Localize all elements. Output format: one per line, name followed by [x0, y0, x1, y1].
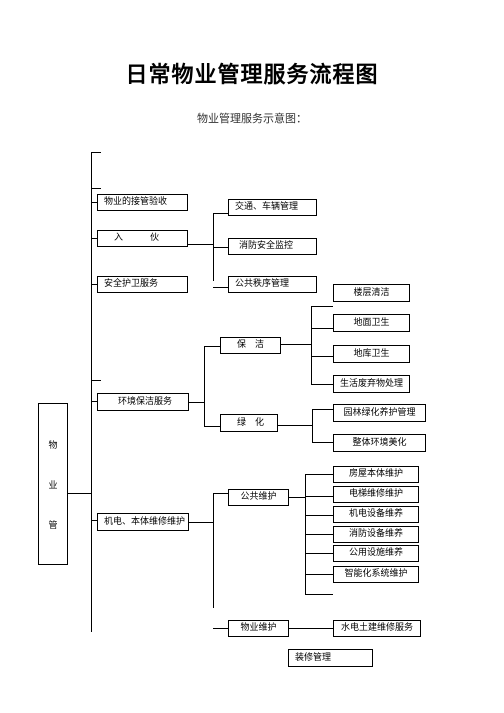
node-cleaning-env: 环境保洁服务	[97, 393, 189, 411]
node-public-child-3: 机电设备维养	[333, 506, 419, 523]
node-property-child-1: 水电土建维修服务	[333, 620, 421, 637]
root-char-3: 管	[48, 520, 58, 531]
node-decoration: 装修管理	[288, 649, 373, 667]
node-fire: 消防安全监控	[228, 238, 317, 255]
node-public-child-2: 电梯维修维护	[333, 486, 419, 503]
node-cleaning-child-2: 地面卫生	[333, 314, 410, 332]
node-security: 安全护卫服务	[97, 276, 188, 293]
node-public-child-5: 公用设施维养	[333, 545, 419, 562]
node-public-child-1: 房屋本体维护	[333, 466, 419, 483]
root-char-2: 业	[48, 480, 58, 491]
node-public: 公共维护	[228, 489, 289, 506]
node-mep: 机电、本体维修维护	[97, 513, 189, 531]
root-char-1: 物	[48, 440, 58, 451]
node-greening-child-1: 园林绿化养护管理	[333, 404, 426, 422]
node-cleaning-child-4: 生活废弃物处理	[333, 375, 410, 393]
node-traffic: 交通、车辆管理	[228, 199, 317, 216]
node-public-child-4: 消防设备维养	[333, 526, 419, 543]
node-greening-child-2: 整体环境美化	[333, 434, 426, 452]
node-cleaning-child-1: 楼层清洁	[333, 284, 410, 302]
page-title: 日常物业管理服务流程图	[125, 63, 379, 88]
node-cleaning: 保 洁	[220, 337, 281, 354]
node-greening: 绿 化	[220, 414, 278, 432]
node-acceptance: 物业的接管验收	[97, 194, 188, 211]
node-order: 公共秩序管理	[228, 276, 317, 293]
node-cleaning-child-3: 地库卫生	[333, 345, 410, 363]
page-subtitle: 物业管理服务示意图：	[197, 112, 307, 125]
root-node: 物 业 管	[38, 403, 68, 565]
node-move-in: 入 伙	[97, 230, 188, 247]
node-property: 物业维护	[228, 620, 289, 637]
node-public-child-6: 智能化系统维护	[333, 566, 419, 583]
